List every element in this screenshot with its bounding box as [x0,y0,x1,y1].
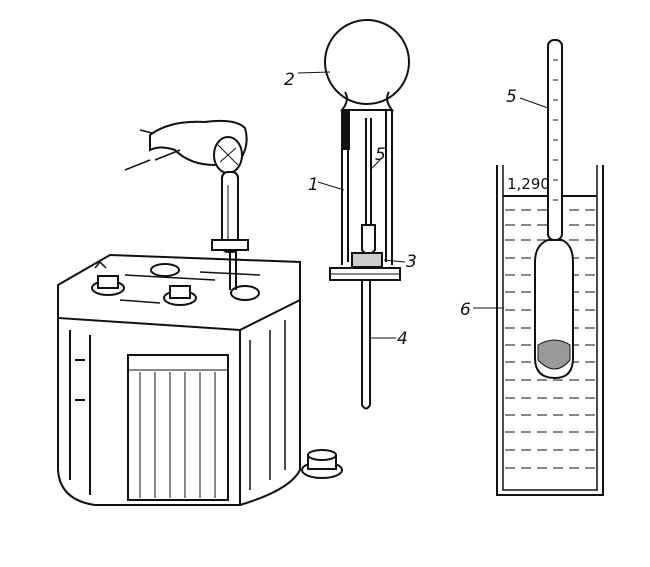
syringe-hydrometer [324,19,410,410]
battery-cap [301,449,343,479]
label-hydrometer-jar: 5 [506,87,517,107]
label-jar: 6 [460,300,471,320]
battery [57,253,301,506]
label-pipe: 4 [397,329,408,349]
measuring-jar [496,39,604,496]
density-reading: 1,290 [507,175,550,193]
label-bulb: 2 [284,70,295,90]
label-tube: 1 [308,175,319,195]
leader-lines [297,71,549,339]
label-hydrometer-syringe: 5 [375,145,386,165]
hand-with-syringe [124,119,249,290]
label-stopper: 3 [406,252,417,272]
